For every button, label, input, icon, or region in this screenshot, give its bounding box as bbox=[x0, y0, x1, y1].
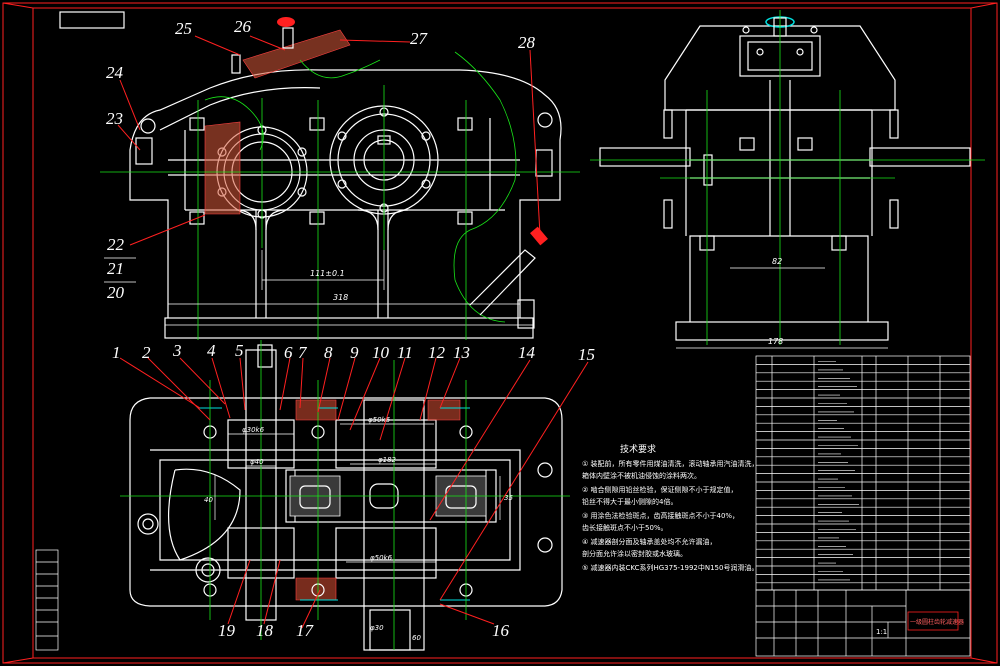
dim-bottom-len: 60 bbox=[412, 634, 421, 642]
part-label-26: 26 bbox=[234, 17, 252, 36]
part-label-7: 7 bbox=[298, 343, 308, 362]
title-block-drawing-name: 一级圆柱齿轮减速器 bbox=[910, 618, 964, 626]
tech-line-2: 箱体内壁涂不被机油侵蚀的涂料两次。 bbox=[582, 471, 701, 480]
part-label-8: 8 bbox=[324, 343, 333, 362]
tech-requirements-title: 技术要求 bbox=[620, 443, 656, 455]
part-label-19: 19 bbox=[218, 621, 236, 640]
sheet-inner-border bbox=[32, 7, 972, 659]
part-label-18: 18 bbox=[256, 621, 274, 640]
parts-list-table bbox=[755, 355, 971, 591]
part-label-21: 21 bbox=[107, 259, 124, 278]
part-label-24: 24 bbox=[106, 63, 124, 82]
part-label-11: 11 bbox=[397, 343, 413, 362]
part-label-10: 10 bbox=[372, 343, 390, 362]
leaders-top bbox=[104, 35, 541, 283]
part-label-25: 25 bbox=[175, 19, 192, 38]
dim-gear-d: φ182 bbox=[378, 456, 397, 464]
drawing-number-box bbox=[59, 11, 125, 29]
tech-line-8: 剖分面允许涂以密封胶或水玻璃。 bbox=[582, 549, 687, 558]
dim-height-b: 35 bbox=[504, 494, 513, 502]
part-label-1: 1 bbox=[112, 343, 121, 362]
part-label-2: 2 bbox=[142, 343, 151, 362]
dim-bearing-d2: φ50k6 bbox=[368, 416, 391, 424]
top-section-view bbox=[120, 340, 570, 651]
part-label-20: 20 bbox=[107, 283, 125, 302]
tech-line-1: ① 装配前，所有零件用煤油清洗，滚动轴承用汽油清洗， bbox=[582, 459, 759, 468]
part-label-5: 5 bbox=[235, 341, 244, 360]
part-label-13: 13 bbox=[453, 343, 470, 362]
dim-side-width: 178 bbox=[768, 337, 783, 346]
left-margin-table bbox=[35, 549, 59, 651]
dim-center-distance: 111±0.1 bbox=[310, 269, 345, 278]
dim-height-a: 40 bbox=[204, 496, 213, 504]
title-block: 一级圆柱齿轮减速器 1:1 bbox=[755, 589, 971, 657]
title-block-scale: 1:1 bbox=[876, 628, 887, 636]
part-label-17: 17 bbox=[296, 621, 315, 640]
front-view bbox=[100, 17, 580, 340]
dim-shaft-d1: φ40 bbox=[250, 458, 264, 466]
tech-line-6: 齿长接触斑点不小于50%。 bbox=[582, 523, 668, 532]
dim-front-width: 318 bbox=[333, 293, 348, 302]
dim-bearing-d3: φ50k6 bbox=[370, 554, 393, 562]
part-label-3: 3 bbox=[172, 341, 182, 360]
part-label-9: 9 bbox=[350, 343, 359, 362]
part-label-15: 15 bbox=[578, 345, 595, 364]
leaders-bottom bbox=[119, 357, 589, 629]
tech-line-4: 铅丝不得大于最小侧隙的4倍。 bbox=[582, 497, 677, 506]
tech-line-3: ② 啮合侧隙用铅丝检验，保证侧隙不小于规定值， bbox=[582, 485, 738, 494]
tech-line-7: ④ 减速器剖分面及轴承盖处均不允许漏油， bbox=[582, 537, 717, 546]
part-label-23: 23 bbox=[106, 109, 123, 128]
part-label-27: 27 bbox=[410, 29, 429, 48]
tech-line-5: ③ 用涂色法检验斑点，齿高接触斑点不小于40%， bbox=[582, 511, 739, 520]
part-label-16: 16 bbox=[492, 621, 510, 640]
tech-requirements: 技术要求 ① 装配前，所有零件用煤油清洗，滚动轴承用汽油清洗， 箱体内壁涂不被机… bbox=[582, 443, 759, 572]
part-label-28: 28 bbox=[518, 33, 536, 52]
part-label-14: 14 bbox=[518, 343, 536, 362]
dim-bearing-d1: φ30k6 bbox=[242, 426, 265, 434]
part-label-4: 4 bbox=[207, 341, 216, 360]
tech-line-9: ⑤ 减速器内装CKC系列HG375-1992中N150号润滑油。 bbox=[582, 563, 758, 572]
part-label-12: 12 bbox=[428, 343, 446, 362]
part-label-22: 22 bbox=[107, 235, 125, 254]
part-label-6: 6 bbox=[284, 343, 293, 362]
side-view bbox=[590, 10, 985, 349]
dim-bottom-d: φ30 bbox=[370, 624, 384, 632]
dim-side-inner: 82 bbox=[772, 257, 782, 266]
